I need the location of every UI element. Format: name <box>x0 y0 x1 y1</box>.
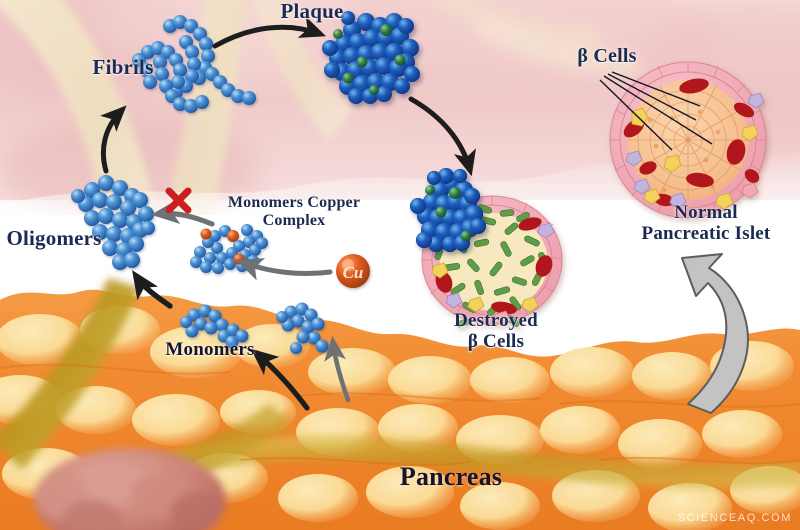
plaque-aggregate <box>322 11 420 104</box>
arrow-copper-to-complex <box>235 258 333 281</box>
arrow-oligomers-to-fibrils <box>100 105 127 174</box>
monomers-graphic-left <box>180 304 249 349</box>
pancreas-tissue <box>0 278 800 530</box>
pancreas-red-lobule <box>34 448 226 530</box>
pancreas-creases <box>0 363 800 466</box>
copper-ion: Cu <box>336 254 370 288</box>
watermark: SCIENCEAQ.COM <box>677 512 792 524</box>
destroyed-islet-vessels <box>427 217 553 315</box>
monomers-graphic-right <box>276 302 329 354</box>
islet-blood-vessels <box>623 78 760 207</box>
arrow-fibrils-to-plaque <box>212 16 327 49</box>
destroyed-islet-other-cells <box>431 222 555 327</box>
arrow-plaque-to-destroyed-islet <box>408 96 477 177</box>
oligomers-graphic <box>71 175 155 270</box>
pale-duct-bands-right <box>433 0 640 76</box>
arrow-pancreas-to-monomers <box>250 348 310 411</box>
arrow-monomers-to-oligomers <box>132 270 173 309</box>
copper-symbol-text: Cu <box>343 263 364 282</box>
islet-other-cells <box>625 92 765 210</box>
fibrils-graphic <box>132 15 256 113</box>
arrow-pancreas-to-monomers-2 <box>324 335 351 403</box>
normal-pancreatic-islet-graphic <box>609 61 767 219</box>
blocked-pathway-x-icon <box>165 187 192 214</box>
beta-cells-leader-lines <box>599 71 713 151</box>
pathway-arrows <box>100 16 477 411</box>
arrow-pancreas-to-normal-islet <box>681 253 749 414</box>
arrow-complex-to-oligomers-blocked <box>151 199 215 227</box>
